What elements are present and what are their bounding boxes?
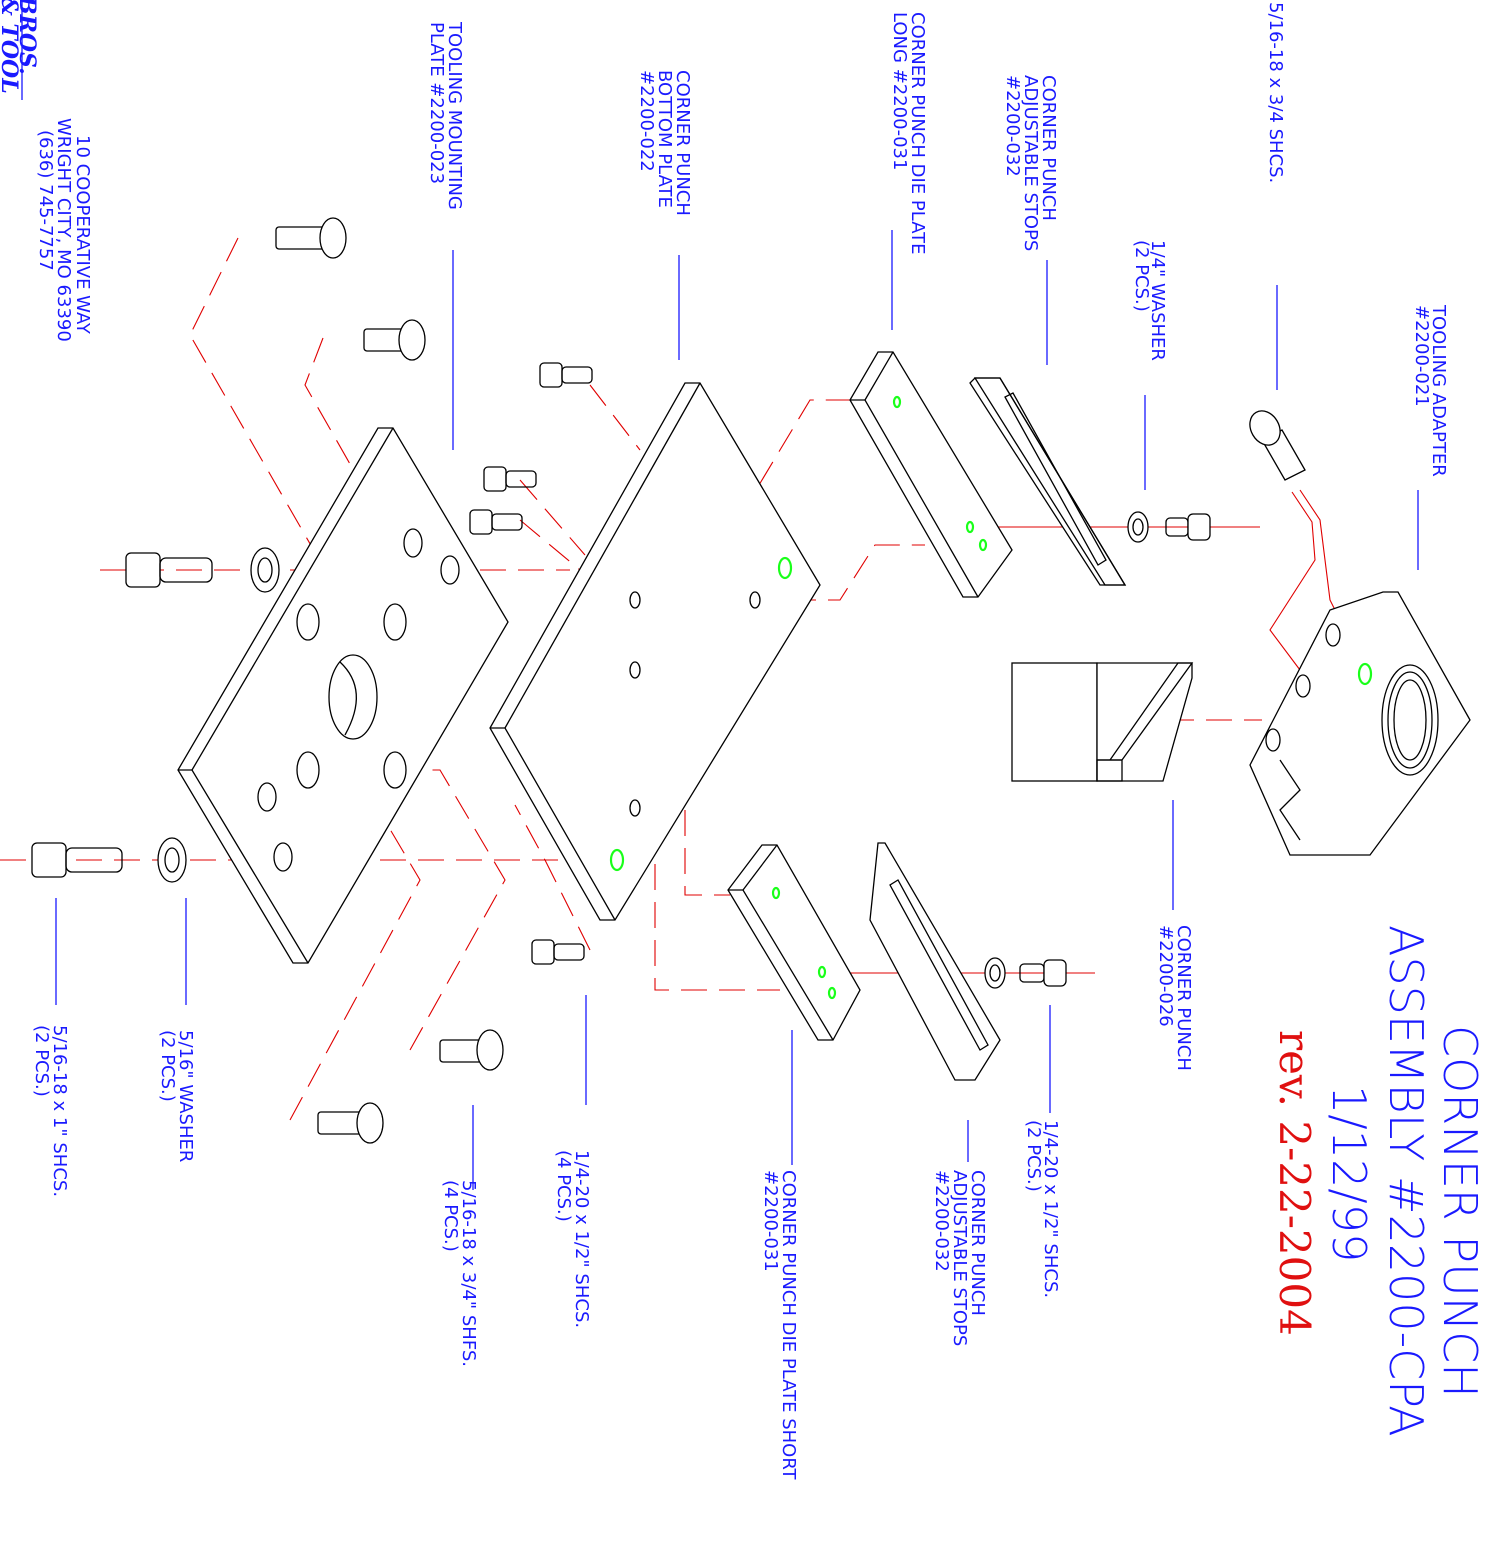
path-shcs-c	[514, 804, 591, 951]
die-plate-short	[727, 844, 861, 1041]
shcs-screw-2	[483, 466, 537, 492]
company-logo-line1: BROS.	[14, 0, 40, 75]
washer-516-2	[157, 837, 187, 883]
title-line2: ASSEMBLY #2200-CPA	[1379, 925, 1433, 1437]
path-adapter-2	[1269, 491, 1316, 671]
title-line1: CORNER PUNCH	[1433, 1025, 1486, 1398]
shcs-long-screw-1	[125, 552, 213, 588]
path-shfs-3	[289, 769, 421, 1121]
label-die-long-2: LONG #2200-031	[889, 12, 910, 170]
label-shfs-2: (4 PCS.)	[440, 1180, 461, 1252]
shcs-14-top	[1165, 513, 1211, 541]
title-date: 1/12/99	[1322, 1085, 1376, 1262]
label-tooling-adapter-1: TOOLING ADAPTER	[1428, 304, 1449, 477]
company-address1: 10 COOPERATIVE WAY	[72, 135, 93, 335]
company-logo-line2: & TOOL	[0, 0, 22, 94]
path-shfs-4	[395, 769, 506, 1051]
label-corner-punch-1: CORNER PUNCH	[1173, 925, 1194, 1071]
label-bottom-plate-3: #2200-022	[636, 70, 657, 172]
label-shcs-516-34: 5/16-18 x 3/4 SHCS.	[1265, 2, 1286, 183]
label-stops-top-1: CORNER PUNCH	[1038, 75, 1059, 221]
shcs-screw-1	[539, 362, 593, 388]
path-shcs-b	[519, 519, 581, 571]
revision-date: rev. 2-22-2004	[1270, 1030, 1319, 1336]
label-stops-top-2: ADJUSTABLE STOPS	[1020, 75, 1041, 251]
shcs-screw-3	[469, 509, 523, 535]
fasteners	[31, 217, 1306, 1144]
shcs-516-34-adapter	[1249, 410, 1306, 481]
washer-14-bottom	[984, 957, 1006, 989]
label-shcs-516-1-1: 5/16-18 x 1" SHCS.	[49, 1025, 70, 1197]
label-die-short-2: #2200-031	[760, 1170, 781, 1272]
company-phone: (636) 745-7757	[35, 130, 56, 271]
shfs-screw-3	[317, 1102, 384, 1144]
label-stops-bot-1: CORNER PUNCH	[967, 1170, 988, 1316]
label-mounting-1: TOOLING MOUNTING	[444, 21, 465, 210]
bottom-plate	[489, 382, 821, 921]
title-block: CORNER PUNCH ASSEMBLY #2200-CPA 1/12/99 …	[1270, 925, 1486, 1437]
company-address2: WRIGHT CITY, MO 63390	[53, 118, 74, 342]
label-shcs-14-right-2: (2 PCS.)	[1023, 1120, 1044, 1192]
tooling-mounting-plate	[177, 427, 509, 964]
label-shcs-14-left-1: 1/4-20 x 1/2" SHCS.	[571, 1150, 592, 1328]
label-die-short-1: CORNER PUNCH DIE PLATE SHORT	[778, 1170, 799, 1481]
label-bottom-plate-2: BOTTOM PLATE	[654, 70, 675, 208]
label-mounting-2: PLATE #2200-023	[426, 22, 447, 184]
label-die-long-1: CORNER PUNCH DIE PLATE	[907, 12, 928, 254]
label-bottom-plate-1: CORNER PUNCH	[672, 70, 693, 216]
corner-punch	[1011, 662, 1194, 782]
die-plate-long	[849, 351, 1013, 598]
label-washer-14-1: 1/4" WASHER	[1147, 240, 1168, 361]
label-stops-bot-2: ADJUSTABLE STOPS	[949, 1170, 970, 1346]
label-stops-top-3: #2200-032	[1002, 75, 1023, 177]
label-washer-14-2: (2 PCS.)	[1131, 240, 1152, 312]
label-shcs-516-1-2: (2 PCS.)	[31, 1025, 52, 1097]
label-shfs-1: 5/16-18 x 3/4" SHFS.	[458, 1180, 479, 1367]
tooling-adapter	[1249, 591, 1471, 856]
washer-14-top	[1127, 511, 1149, 543]
callout-labels: TOOLING ADAPTER #2200-021 5/16-18 x 3/4 …	[31, 2, 1449, 1481]
label-washer-516-1: 5/16" WASHER	[175, 1030, 196, 1162]
shcs-long-screw-2	[31, 842, 123, 878]
path-shcs-a	[519, 384, 641, 556]
label-washer-516-2: (2 PCS.)	[157, 1030, 178, 1102]
label-stops-bot-3: #2200-032	[931, 1170, 952, 1272]
label-shcs-14-right-1: 1/4-20 x 1/2" SHCS.	[1040, 1120, 1061, 1298]
label-corner-punch-2: #2200-026	[1155, 925, 1176, 1027]
shcs-screw-4	[531, 939, 585, 965]
label-shcs-14-left-2: (4 PCS.)	[553, 1150, 574, 1222]
adjustable-stops-top	[969, 377, 1127, 586]
shfs-screw-2	[363, 319, 426, 361]
washer-516-1	[250, 547, 280, 593]
company-block: BROS. & TOOL 10 COOPERATIVE WAY WRIGHT C…	[0, 0, 93, 342]
shcs-14-bottom	[1019, 959, 1067, 987]
label-tooling-adapter-2: #2200-021	[1411, 305, 1432, 407]
shfs-screw-4	[439, 1029, 504, 1071]
shfs-screw-1	[275, 217, 347, 259]
adjustable-stops-bottom	[869, 842, 1001, 1081]
